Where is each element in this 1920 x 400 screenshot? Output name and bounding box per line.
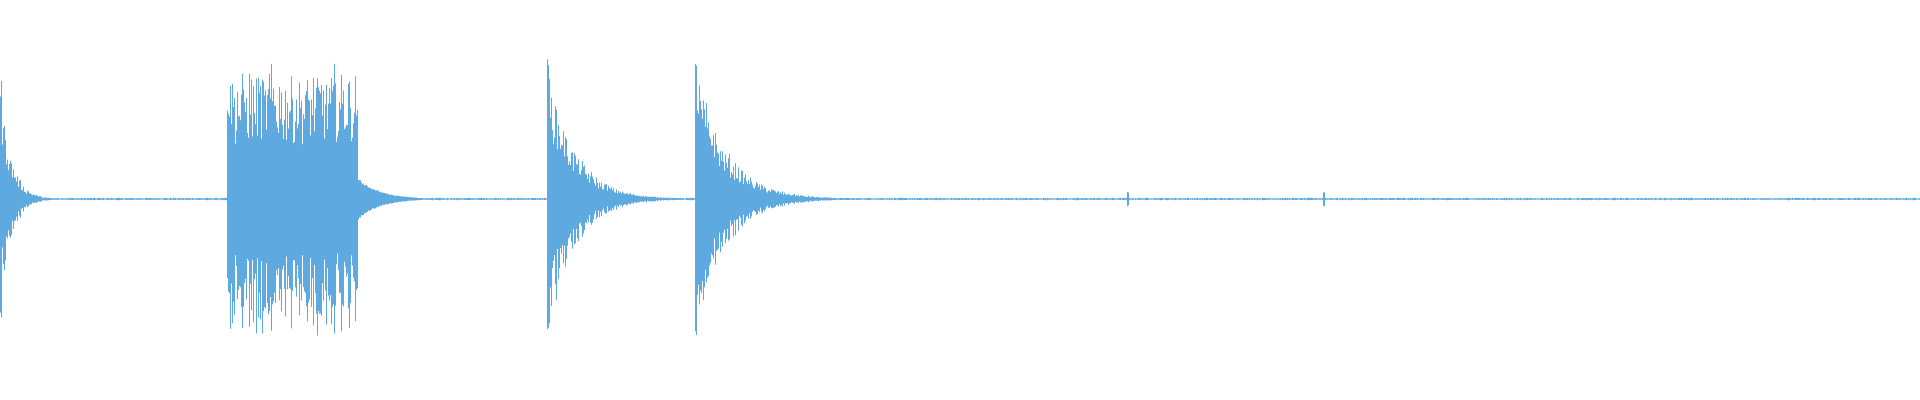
waveform-bars [0,59,1920,336]
